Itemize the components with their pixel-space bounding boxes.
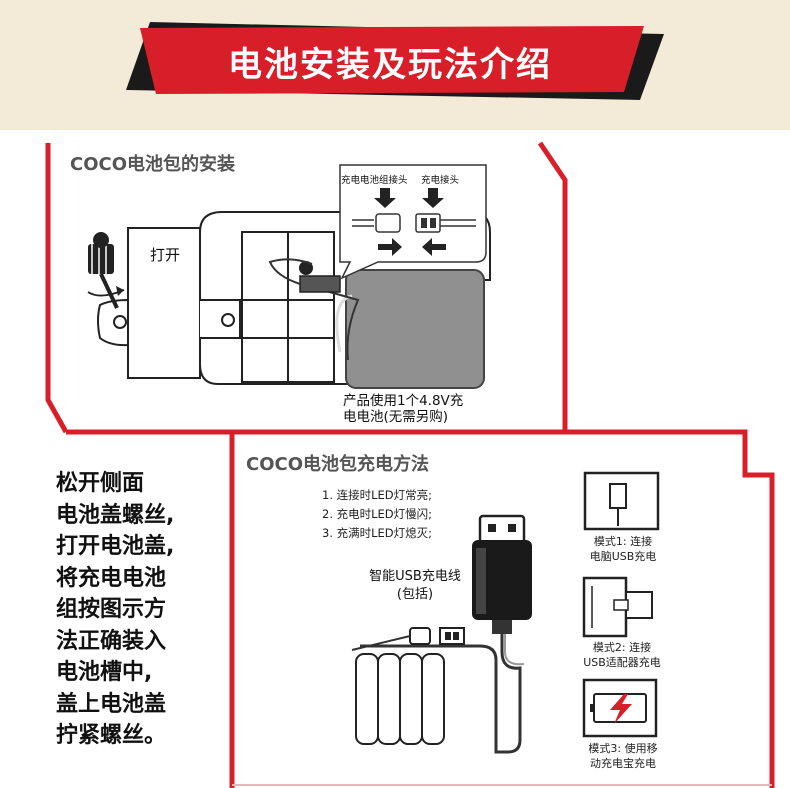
usb-cable-label: 智能USB充电线 (包括) bbox=[369, 569, 461, 602]
mode-1-label: 模式1: 连接 电脑USB充电 bbox=[589, 535, 657, 563]
battery-note: 产品使用1个4.8V充 电电池(无需另购) bbox=[343, 393, 464, 425]
led-step: 3. 充满时LED灯熄灭; bbox=[322, 526, 433, 540]
led-step: 1. 连接时LED灯常亮; bbox=[322, 488, 433, 502]
title-banner bbox=[126, 22, 664, 100]
charge-panel-frame bbox=[229, 429, 775, 788]
led-step: 2. 充电时LED灯慢闪; bbox=[322, 507, 433, 521]
computer-icon bbox=[583, 471, 660, 531]
install-section-title: COCO电池包的安装 bbox=[70, 154, 236, 175]
install-instructions: 松开侧面 电池盖螺丝, 打开电池盖, 将充电电池 组按图示方 法正确装入 电池槽… bbox=[56, 471, 175, 748]
charge-section-title: COCO电池包充电方法 bbox=[246, 454, 430, 475]
mode-3-label: 模式3: 使用移 动充电宝充电 bbox=[588, 742, 658, 770]
page-title: 电池安装及玩法介绍 bbox=[228, 44, 552, 85]
mode-2-label: 模式2: 连接 USB适配器充电 bbox=[583, 641, 661, 669]
usb-cable-illustration bbox=[351, 514, 532, 754]
connector-callout bbox=[339, 164, 487, 280]
charge-connector-label: 充电接头 bbox=[421, 175, 460, 186]
screwdriver-icon bbox=[87, 232, 125, 309]
battery-pack-illustration bbox=[268, 258, 485, 389]
battery-connector-label: 充电电池组接头 bbox=[341, 175, 408, 186]
open-label: 打开 bbox=[150, 246, 181, 264]
power-bank-icon bbox=[582, 678, 658, 738]
install-panel-frame bbox=[45, 141, 568, 435]
led-steps-list: 1. 连接时LED灯常亮; 2. 充电时LED灯慢闪; 3. 充满时LED灯熄灭… bbox=[322, 486, 432, 543]
adapter-icon bbox=[582, 576, 653, 638]
